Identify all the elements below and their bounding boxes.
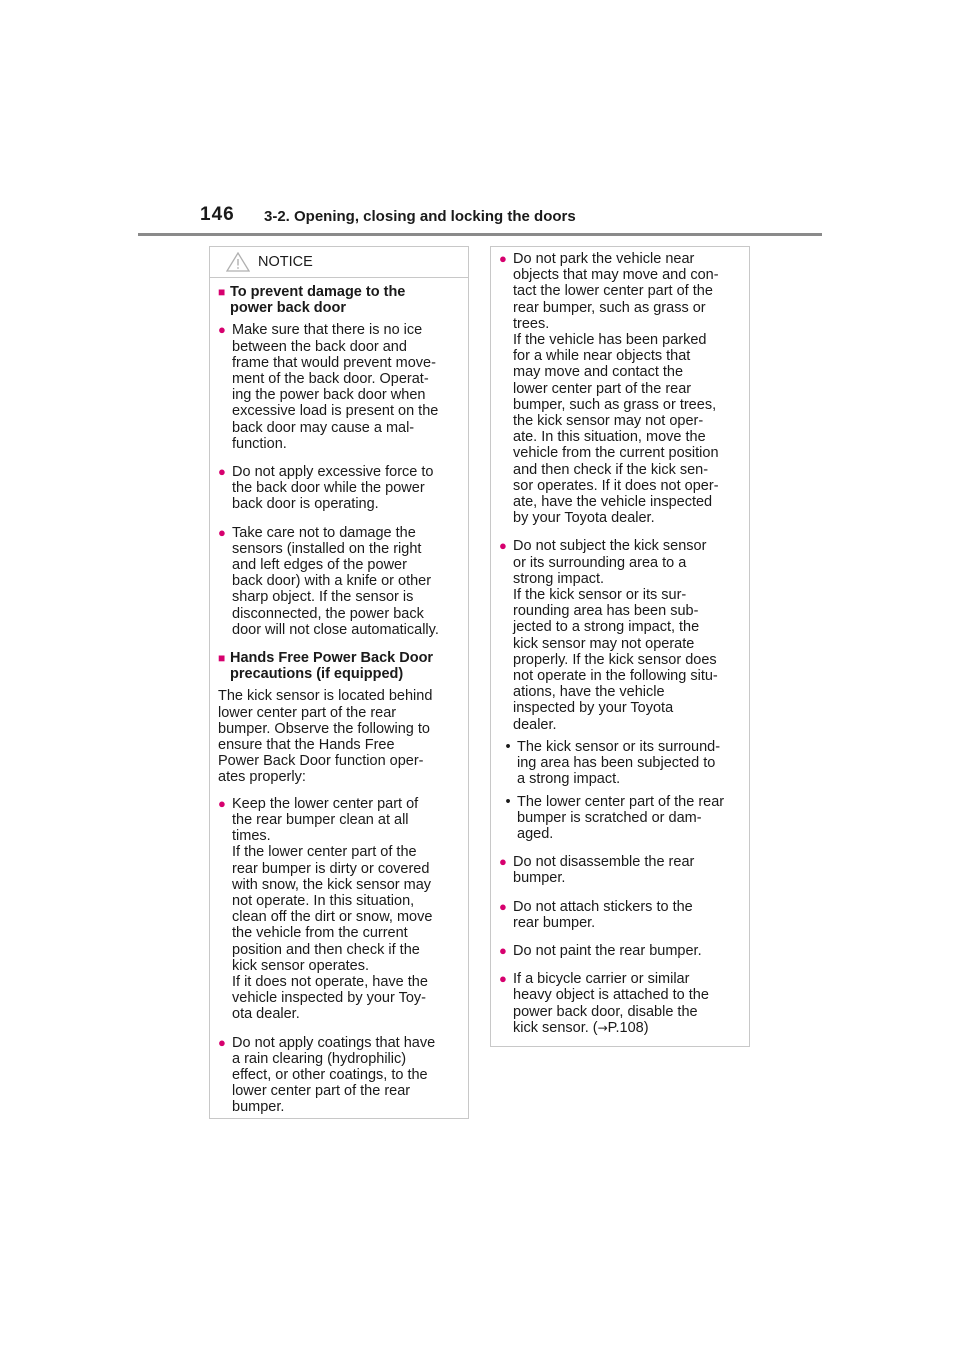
sub-list-item: • The kick sensor or its surround- ing a… — [499, 739, 741, 788]
page-reference-link[interactable]: P.108) — [607, 1019, 649, 1036]
list-item: ● Do not disassemble the rear bumper. — [499, 854, 695, 887]
small-bullet-icon: • — [505, 738, 511, 755]
heading-hands-free: ■ Hands Free Power Back Door precautions… — [218, 650, 434, 683]
list-item: ● Do not subject the kick sensor or its … — [499, 538, 718, 733]
bullet-dot-icon: ● — [499, 971, 507, 987]
warning-triangle-icon — [226, 252, 250, 272]
bullet-dot-icon: ● — [218, 322, 226, 338]
bullet-dot-icon: ● — [499, 898, 507, 914]
bullet-dot-icon: ● — [499, 942, 507, 958]
bullet-dot-icon: ● — [218, 464, 226, 480]
list-item: ● Do not paint the rear bumper. — [499, 942, 702, 959]
arrow-right-icon: → — [597, 1020, 608, 1035]
bullet-dot-icon: ● — [218, 795, 226, 811]
notice-label: NOTICE — [258, 254, 313, 270]
square-bullet-icon: ■ — [218, 285, 226, 299]
intro-paragraph: The kick sensor is located behind lower … — [218, 688, 433, 786]
header-rule — [138, 233, 822, 236]
list-item: ● Do not apply coatings that have a rain… — [218, 1034, 436, 1116]
bullet-dot-icon: ● — [499, 854, 507, 870]
bullet-dot-icon: ● — [218, 524, 226, 540]
bullet-dot-icon: ● — [499, 538, 507, 554]
notice-box-left: NOTICE ■ To prevent damage to the power … — [209, 246, 469, 1119]
section-title: 3-2. Opening, closing and locking the do… — [264, 208, 576, 225]
list-item: ● Do not park the vehicle near objects t… — [499, 251, 719, 527]
page-number: 146 — [200, 204, 235, 225]
list-item: ● If a bicycle carrier or similar heavy … — [499, 971, 709, 1036]
list-item: ● Take care not to damage the sensors (i… — [218, 524, 439, 638]
notice-header: NOTICE — [210, 247, 468, 278]
notice-box-right: ● Do not park the vehicle near objects t… — [490, 246, 750, 1047]
list-item: ● Do not apply excessive force to the ba… — [218, 464, 434, 513]
heading-prevent-damage: ■ To prevent damage to the power back do… — [218, 284, 406, 317]
small-bullet-icon: • — [505, 793, 511, 810]
square-bullet-icon: ■ — [218, 651, 226, 666]
bullet-dot-icon: ● — [218, 1034, 226, 1050]
list-item: ● Keep the lower center part of the rear… — [218, 795, 433, 1023]
list-item: ● Do not attach stickers to the rear bum… — [499, 898, 693, 931]
bullet-dot-icon: ● — [499, 251, 507, 266]
sub-list-item: • The lower center part of the rear bump… — [499, 794, 741, 843]
page-header: 146 3-2. Opening, closing and locking th… — [200, 204, 820, 232]
list-item: ● Make sure that there is no ice between… — [218, 322, 439, 452]
